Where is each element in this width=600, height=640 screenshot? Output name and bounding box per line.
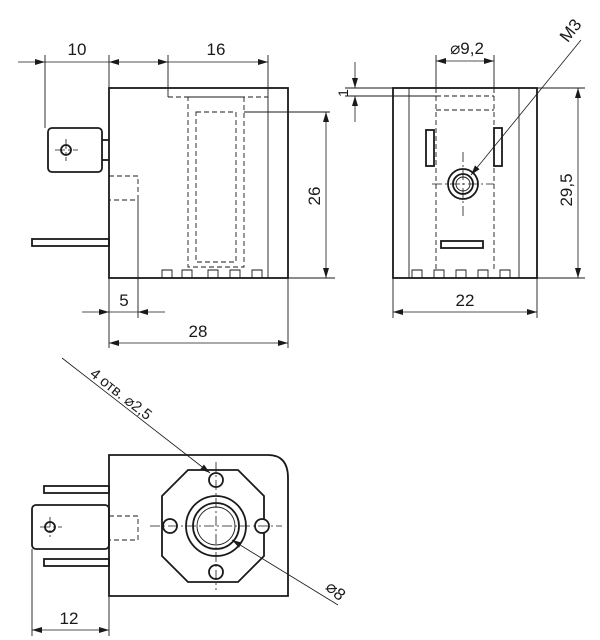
front-thread-leader bbox=[470, 39, 582, 176]
front-dim-width-label: 22 bbox=[456, 291, 475, 310]
front-slot-left bbox=[425, 129, 435, 167]
front-bottom-terminals bbox=[411, 269, 511, 278]
front-body-outline bbox=[392, 87, 538, 279]
front-slot-right bbox=[493, 127, 503, 167]
bottom-pin-middle bbox=[31, 504, 110, 550]
bottom-body-outline bbox=[108, 454, 289, 597]
front-view: ⌀9,2 M3 1 29,5 22 bbox=[335, 15, 585, 318]
bottom-view: 4 отв. ⌀2,5 ⌀8 12 bbox=[31, 357, 349, 636]
side-dim-top-label: 16 bbox=[207, 40, 226, 59]
bottom-holes-leader bbox=[61, 357, 211, 474]
bottom-pin-bottom bbox=[43, 558, 110, 567]
front-slot-bottom bbox=[440, 240, 484, 249]
side-dim-pin-label: 10 bbox=[68, 40, 87, 59]
side-bottom-terminals bbox=[161, 269, 263, 278]
bottom-hidden-slot bbox=[109, 515, 139, 541]
bottom-bore-label: ⌀8 bbox=[322, 577, 349, 604]
front-thread-label: M3 bbox=[556, 15, 586, 45]
side-pin-lower bbox=[31, 238, 110, 247]
side-dim-height-label: 26 bbox=[305, 187, 324, 206]
side-dim-offset-label: 5 bbox=[119, 291, 128, 310]
front-dim-height-label: 29,5 bbox=[557, 173, 576, 206]
side-view: 10 16 26 5 28 bbox=[18, 40, 335, 348]
side-dim-width-label: 28 bbox=[189, 322, 208, 341]
side-hidden-slot bbox=[109, 175, 139, 201]
front-dim-gap-label: 1 bbox=[335, 89, 351, 97]
front-dim-hole-label: ⌀9,2 bbox=[450, 39, 484, 58]
bottom-boss-outline bbox=[161, 469, 265, 583]
side-hidden-coil bbox=[187, 96, 245, 268]
bottom-pin-top bbox=[43, 485, 110, 494]
bottom-holes-label: 4 отв. ⌀2,5 bbox=[87, 365, 155, 424]
side-body-outline bbox=[108, 87, 289, 279]
side-pin-upper bbox=[47, 127, 103, 173]
bottom-bore-leader bbox=[231, 539, 339, 606]
side-hidden-core bbox=[195, 111, 237, 263]
bottom-dim-pin-label: 12 bbox=[60, 609, 79, 628]
